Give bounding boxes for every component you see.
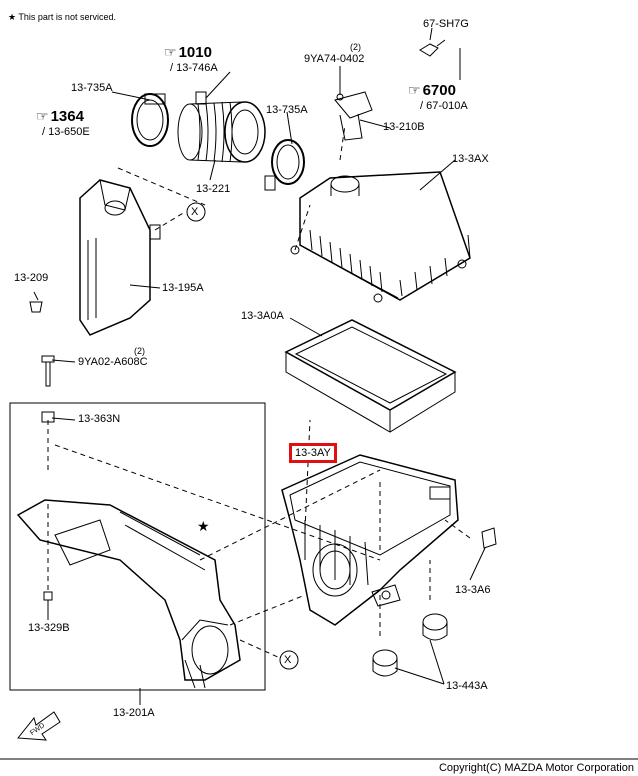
label-13-210b: 13-210B bbox=[383, 121, 425, 133]
ref-1010-sub: / 13-746A bbox=[170, 62, 218, 74]
star-icon: ★ bbox=[8, 12, 17, 22]
label-9ya74-0402: 9YA74-0402 bbox=[304, 53, 365, 65]
leader-363n bbox=[51, 417, 76, 421]
leader-1010 bbox=[205, 71, 231, 99]
inset-frame bbox=[9, 402, 266, 691]
ref-1364: ☞1364 / 13-650E bbox=[36, 108, 90, 138]
intake-hose bbox=[177, 91, 266, 163]
label-13-195a: 13-195A bbox=[162, 282, 204, 294]
label-13-735a-right: 13-735A bbox=[266, 104, 308, 116]
label-qty-9ya74: (2) bbox=[350, 42, 361, 52]
label-13-221: 13-221 bbox=[196, 183, 231, 195]
leader-9ya02 bbox=[51, 359, 76, 363]
connector bbox=[419, 43, 439, 57]
fwd-arrow bbox=[17, 711, 61, 741]
filter-element bbox=[284, 319, 457, 433]
clip bbox=[29, 301, 43, 313]
label-13-3a0a: 13-3A0A bbox=[241, 310, 284, 322]
label-9ya02-a608c: 9YA02-A608C bbox=[78, 356, 148, 368]
ref-1010: ☞1010 / 13-746A bbox=[164, 44, 218, 74]
leader-sh7g bbox=[436, 39, 446, 47]
label-13-3a6: 13-3A6 bbox=[455, 584, 491, 596]
grommet bbox=[41, 411, 55, 423]
label-13-329b: 13-329B bbox=[28, 622, 70, 634]
air-cleaner-case bbox=[281, 454, 459, 626]
label-qty-9ya02: (2) bbox=[134, 346, 145, 356]
star-icon: ★ bbox=[197, 518, 210, 534]
bolt bbox=[41, 355, 55, 387]
leader-735a-left bbox=[111, 91, 151, 101]
label-13-443a: 13-443A bbox=[446, 680, 488, 692]
leader-443a-2 bbox=[394, 667, 445, 685]
leader-3a0a bbox=[289, 317, 323, 337]
label-13-3ay-highlighted[interactable]: 13-3AY bbox=[289, 443, 337, 463]
ref-1364-sub: / 13-650E bbox=[42, 126, 90, 138]
fresh-air-duct bbox=[16, 499, 241, 689]
clamp-right bbox=[271, 139, 305, 185]
leader-209 bbox=[33, 291, 39, 301]
leader-3ax bbox=[419, 159, 456, 191]
mount-rubbers bbox=[372, 613, 448, 677]
grommet-lower bbox=[43, 591, 53, 601]
label-13-363n: 13-363N bbox=[78, 413, 121, 425]
label-13-201a: 13-201A bbox=[113, 707, 155, 719]
x-mark-upper: X bbox=[191, 206, 199, 218]
pointing-hand-icon: ☞ bbox=[36, 108, 49, 125]
footnote-text: This part is not serviced. bbox=[18, 12, 116, 22]
x-circle-lower bbox=[279, 650, 299, 670]
maf-sensor bbox=[334, 91, 373, 141]
leader-443a-1 bbox=[429, 639, 445, 685]
air-cleaner-cover bbox=[290, 171, 471, 303]
copyright-text: Copyright(C) MAZDA Motor Corporation bbox=[438, 762, 634, 774]
clip-3a6 bbox=[481, 527, 497, 549]
label-13-209: 13-209 bbox=[14, 272, 49, 284]
resonator bbox=[79, 179, 161, 336]
x-circle-upper bbox=[186, 202, 206, 222]
pointing-hand-icon: ☞ bbox=[164, 44, 177, 61]
label-13-735a-left: 13-735A bbox=[71, 82, 113, 94]
leader-3a6 bbox=[469, 547, 486, 581]
x-mark-lower: X bbox=[284, 654, 292, 666]
footnote: ★ This part is not serviced. bbox=[8, 12, 116, 23]
leader-195a bbox=[129, 284, 161, 289]
ref-6700: ☞6700 / 67-010A bbox=[408, 82, 468, 112]
pointing-hand-icon: ☞ bbox=[408, 82, 421, 99]
leader-221 bbox=[209, 159, 216, 181]
leader-735a-right bbox=[286, 111, 293, 145]
ref-6700-sub: / 67-010A bbox=[420, 100, 468, 112]
leader-210b bbox=[359, 119, 391, 129]
label-13-3ax: 13-3AX bbox=[452, 153, 489, 165]
label-67-sh7g: 67-SH7G bbox=[423, 18, 469, 30]
